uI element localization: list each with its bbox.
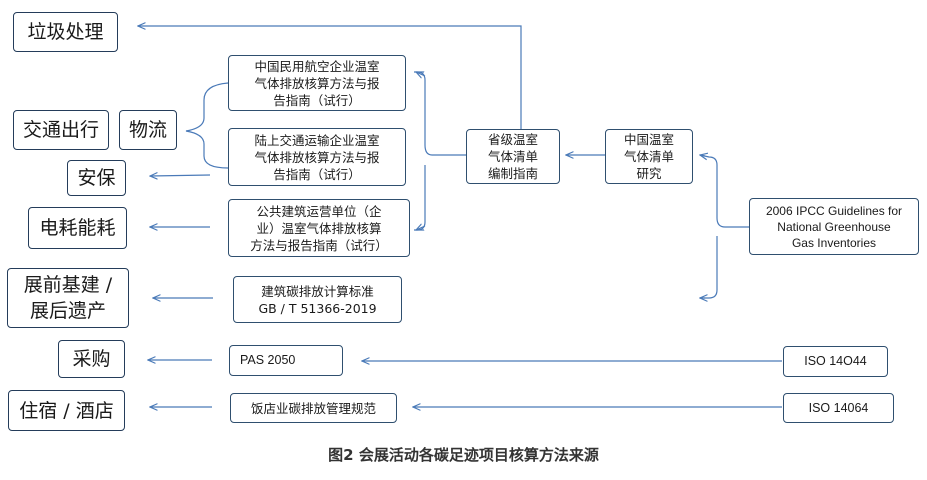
- method-pas2050: PAS 2050: [229, 345, 343, 376]
- method-building-standard-label: 建筑碳排放计算标准 GB / T 51366-2019: [258, 283, 377, 316]
- arrow-provincial-to-waste: [138, 26, 522, 130]
- source-provincial-guide-label: 省级温室 气体清单 编制指南: [487, 132, 538, 181]
- method-hotel: 饭店业碳排放管理规范: [230, 393, 397, 423]
- bracket-ipcc: [699, 154, 749, 299]
- figure-caption: 图2 会展活动各碳足迹项目核算方法来源: [328, 446, 599, 464]
- source-china-inventory-label: 中国温室 气体清单 研究: [623, 132, 674, 181]
- category-security: 安保: [67, 160, 126, 196]
- category-construction: 展前基建 / 展后遗产: [7, 268, 129, 328]
- method-hotel-label: 饭店业碳排放管理规范: [250, 400, 376, 416]
- source-iso14064: ISO 14064: [783, 393, 894, 423]
- source-provincial-guide: 省级温室 气体清单 编制指南: [466, 129, 560, 184]
- method-public-building-label: 公共建筑运营单位（企 业）温室气体排放核算 方法与报告指南（试行）: [250, 203, 388, 253]
- category-procurement: 采购: [58, 340, 125, 378]
- source-ipcc: 2006 IPCC Guidelines for National Greenh…: [749, 198, 919, 255]
- method-aviation: 中国民用航空企业温室 气体排放核算方法与报 告指南（试行）: [228, 55, 406, 111]
- arrow-bracket-bottom: [416, 226, 426, 230]
- source-iso14044: ISO 14O44: [783, 346, 888, 377]
- source-iso14064-label: ISO 14064: [808, 400, 869, 415]
- arrow-to-security: [150, 175, 211, 176]
- method-public-building: 公共建筑运营单位（企 业）温室气体排放核算 方法与报告指南（试行）: [228, 199, 410, 257]
- method-pas2050-label: PAS 2050: [240, 353, 296, 367]
- method-building-standard: 建筑碳排放计算标准 GB / T 51366-2019: [233, 276, 402, 323]
- source-china-inventory: 中国温室 气体清单 研究: [605, 129, 693, 184]
- category-lodging: 住宿 / 酒店: [8, 390, 125, 431]
- method-road: 陆上交通运输企业温室 气体排放核算方法与报 告指南（试行）: [228, 128, 406, 186]
- category-transport: 交通出行: [13, 110, 109, 150]
- category-transport-label: 交通出行: [22, 119, 99, 141]
- brace-transport: [185, 82, 229, 169]
- category-power-label: 电耗能耗: [39, 217, 116, 239]
- category-security-label: 安保: [77, 167, 116, 189]
- category-procurement-label: 采购: [72, 348, 111, 370]
- arrow-bracket-top: [416, 72, 426, 76]
- category-lodging-label: 住宿 / 酒店: [19, 399, 114, 422]
- bracket-provincial-to-methods: [414, 71, 466, 231]
- source-ipcc-label: 2006 IPCC Guidelines for National Greenh…: [765, 203, 903, 250]
- category-logistics: 物流: [119, 110, 177, 150]
- category-power: 电耗能耗: [28, 207, 127, 249]
- arrow-ipcc-top: [700, 155, 705, 156]
- category-construction-label: 展前基建 / 展后遗产: [23, 274, 113, 322]
- method-road-label: 陆上交通运输企业温室 气体排放核算方法与报 告指南（试行）: [254, 132, 380, 182]
- category-waste: 垃圾处理: [13, 12, 118, 52]
- method-aviation-label: 中国民用航空企业温室 气体排放核算方法与报 告指南（试行）: [254, 58, 380, 108]
- source-iso14044-label: ISO 14O44: [804, 354, 867, 368]
- category-logistics-label: 物流: [128, 119, 167, 141]
- category-waste-label: 垃圾处理: [27, 21, 104, 43]
